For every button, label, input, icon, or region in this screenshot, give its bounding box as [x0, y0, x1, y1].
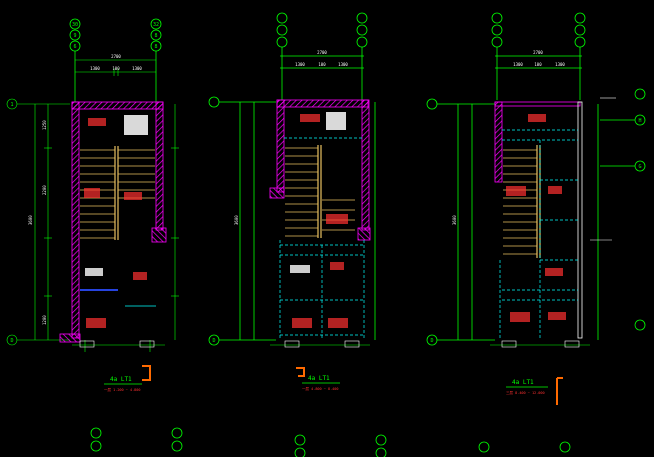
- dashed-beams-3: [499, 129, 578, 338]
- stair-sub-2: 一层 4.800 ~ 8.400: [302, 386, 339, 391]
- left-dimensions-1: [6, 98, 179, 346]
- stair-plan-1: 30 9 6 32 8 8 2700 1300 100 1300: [6, 18, 179, 392]
- dim-side-overall: 3600: [234, 215, 239, 225]
- row-bubble-h: H: [638, 118, 641, 124]
- dim-side-overall: 3600: [28, 215, 33, 225]
- annotations-1: [80, 115, 156, 328]
- bubble-label: 8: [154, 44, 157, 50]
- dim-seg-b: 100: [318, 62, 326, 67]
- top-dimensions-1: [75, 59, 156, 76]
- walls-1: [59, 101, 167, 343]
- annotations-2: [290, 112, 348, 328]
- dim-seg-a: 1300: [513, 62, 523, 67]
- bubble-label: 9: [73, 33, 76, 39]
- stair-sub-3: 三层 8.400 ~ 12.000: [506, 390, 545, 395]
- grid-bubbles-top-right-1: [150, 18, 162, 102]
- walls-2: [269, 99, 371, 241]
- bottom-grid-bubbles: [90, 427, 571, 457]
- row-bubble-d: D: [430, 338, 433, 344]
- bubble-label: 6: [73, 44, 76, 50]
- bottom-dims-3: [490, 340, 590, 348]
- stair-flights-3: [503, 145, 541, 258]
- stair-sub-1: 一层 1.200 ~ 4.800: [104, 387, 141, 392]
- stair-title-2: 4a LT1: [308, 375, 330, 382]
- section-mark-3: [556, 377, 563, 405]
- stair-plan-2: 2700 1300 100 1300 D 3600: [208, 12, 376, 391]
- annotations-3: [506, 97, 616, 322]
- row-bubble-d: D: [212, 338, 215, 344]
- dim-seg-b: 100: [112, 66, 120, 71]
- dim-side-a: 1250: [42, 120, 47, 130]
- bubble-label: 8: [154, 33, 157, 39]
- section-mark-2: [296, 367, 305, 377]
- dim-overall: 2700: [111, 54, 121, 59]
- bottom-dims-1: [72, 340, 165, 352]
- dim-side-overall: 3600: [452, 215, 457, 225]
- row-bubble-g: G: [638, 164, 641, 170]
- grid-bubbles-top-left-1: [69, 18, 81, 102]
- dashed-beams-2: [279, 137, 365, 338]
- stair-flights-2: [285, 145, 355, 238]
- dim-seg-c: 1300: [555, 62, 565, 67]
- dim-seg-c: 1300: [132, 66, 142, 71]
- walls-3: [494, 101, 583, 339]
- row-bubble-d: D: [10, 338, 13, 344]
- bubble-label: 30: [72, 22, 78, 28]
- dim-seg-b: 100: [534, 62, 542, 67]
- dim-overall: 2700: [533, 50, 543, 55]
- dim-side-c: 1200: [42, 315, 47, 325]
- stair-plan-3: H G D 2700 1300 100 1300 3600: [426, 12, 646, 405]
- dim-overall: 2700: [317, 50, 327, 55]
- dim-seg-c: 1300: [338, 62, 348, 67]
- bottom-dims-2: [270, 340, 370, 348]
- section-mark-1: [142, 365, 151, 381]
- bubble-label: 32: [153, 22, 159, 28]
- dim-side-b: 2200: [42, 185, 47, 195]
- row-bubble-top: 1: [10, 102, 13, 108]
- stair-flights-1: [80, 146, 155, 240]
- stair-title-3: 4a LT1: [512, 379, 534, 386]
- dim-seg-a: 1300: [295, 62, 305, 67]
- stair-title-1: 4a LT1: [110, 376, 132, 383]
- dim-seg-a: 1300: [90, 66, 100, 71]
